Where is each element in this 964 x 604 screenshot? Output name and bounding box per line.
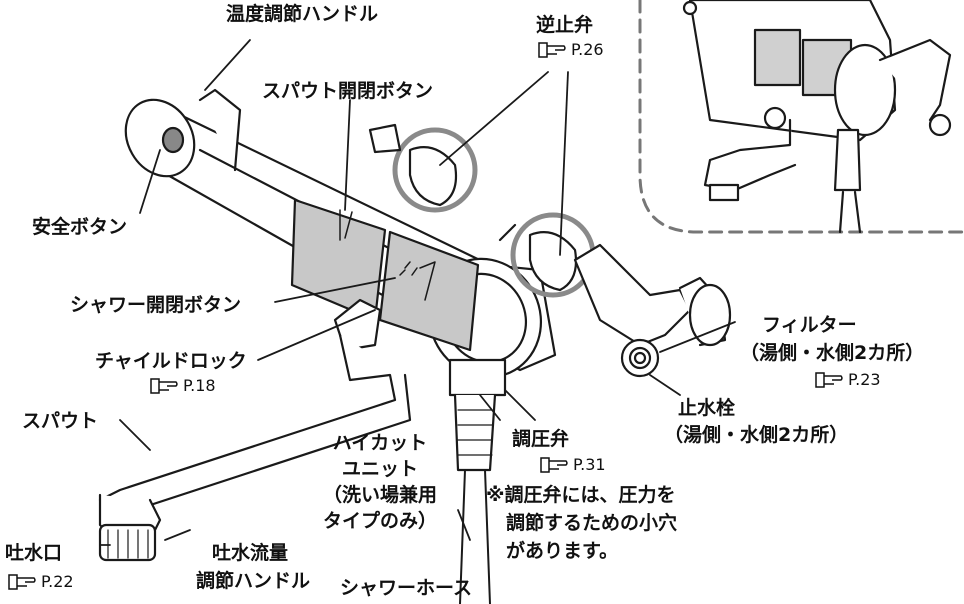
ref-pressure-valve: P.31 <box>540 455 606 475</box>
elbow-arm <box>573 243 732 378</box>
pointing-hand-icon <box>538 41 568 59</box>
label-high-cut-line1: ハイカット <box>332 432 428 454</box>
label-flow-handle-2: 調節ハンドル <box>196 570 311 592</box>
label-spout: スパウト <box>22 410 99 432</box>
ref-filter: P.23 <box>815 370 881 390</box>
label-stop-valve: 止水栓 <box>678 397 736 419</box>
label-high-cut-unit: ハイカット ユニット （洗い場兼用 タイプのみ） <box>305 432 455 533</box>
label-filter: フィルター <box>762 314 857 336</box>
safety-button-knob <box>161 126 185 154</box>
label-pressure-note-2: 調節するための小穴 <box>506 512 678 534</box>
ref-child-lock: P.18 <box>150 376 216 396</box>
ref-filter-page: P.23 <box>848 370 881 389</box>
pointing-hand-icon <box>8 573 38 591</box>
ref-child-lock-page: P.18 <box>183 376 216 395</box>
pointing-hand-icon <box>150 377 180 395</box>
ref-check-valve-page: P.26 <box>571 40 604 59</box>
label-child-lock: チャイルドロック <box>95 350 247 372</box>
label-outlet: 吐水口 <box>5 542 63 564</box>
label-shower-button: シャワー開閉ボタン <box>70 294 242 316</box>
pressure-valve-body <box>448 358 507 604</box>
ref-check-valve: P.26 <box>538 40 604 60</box>
ref-outlet-page: P.22 <box>41 572 74 591</box>
label-high-cut-line4: タイプのみ） <box>322 510 437 532</box>
label-safety-button: 安全ボタン <box>32 216 128 238</box>
inset-border <box>638 0 964 234</box>
label-flow-handle-1: 吐水流量 <box>212 542 289 564</box>
label-pressure-note-1: ※調圧弁には、圧力を <box>486 484 676 506</box>
pointing-hand-icon <box>815 371 845 389</box>
ref-outlet: P.22 <box>8 572 74 592</box>
label-stop-valve-sub: （湯側・水側2カ所） <box>664 424 849 446</box>
ref-pressure-valve-page: P.31 <box>573 455 606 474</box>
label-temp-handle: 温度調節ハンドル <box>226 3 379 25</box>
label-filter-sub: （湯側・水側2カ所） <box>740 342 925 364</box>
spout-pipe <box>98 298 412 562</box>
label-pressure-valve: 調圧弁 <box>512 428 570 450</box>
label-pressure-note-3: があります。 <box>506 540 619 562</box>
label-high-cut-line3: （洗い場兼用 <box>322 484 437 506</box>
label-check-valve: 逆止弁 <box>536 14 594 36</box>
button-panel <box>290 198 480 352</box>
leader-lines <box>99 39 736 546</box>
label-high-cut-line2: ユニット <box>341 458 418 480</box>
label-shower-hose: シャワーホース <box>340 577 473 599</box>
inset-faucet <box>682 0 952 234</box>
label-spout-button: スパウト開閉ボタン <box>262 80 434 102</box>
pointing-hand-icon <box>540 456 570 474</box>
check-valve-ring-1 <box>392 127 478 213</box>
